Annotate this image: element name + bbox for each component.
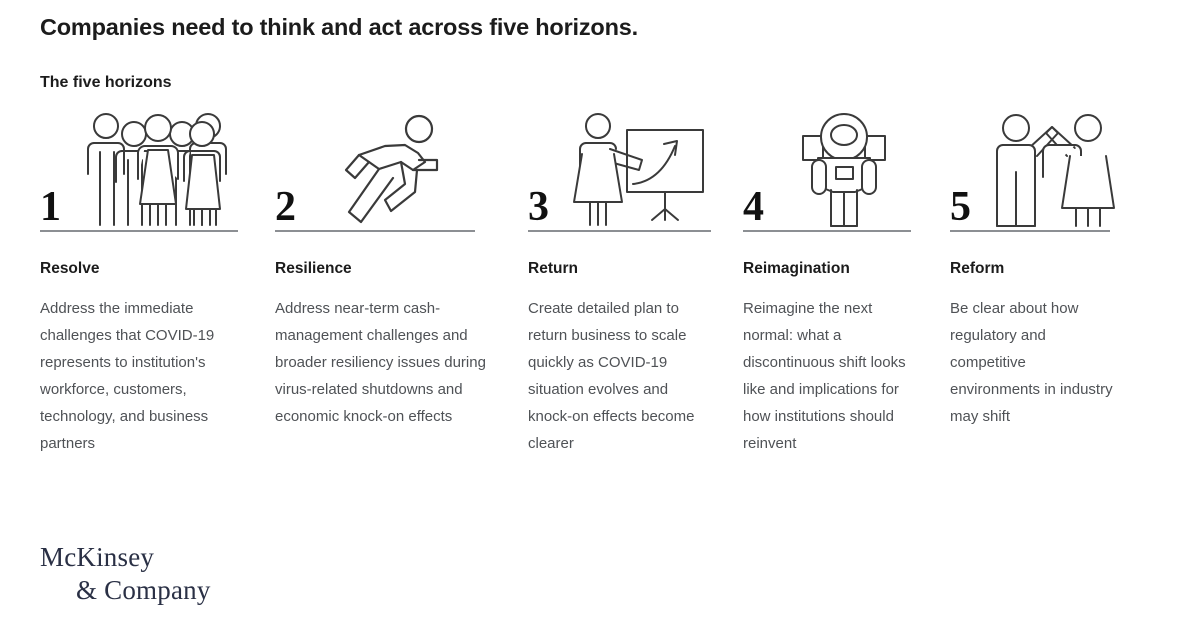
astronaut-icon — [785, 112, 915, 230]
logo-line-1: McKinsey — [40, 542, 155, 572]
page-subtitle: The five horizons — [40, 74, 172, 91]
two-people-raised-arms-icon — [990, 112, 1120, 230]
horizon-number-3: 3 — [528, 184, 549, 230]
horizon-description-2: Address near-term cash-management challe… — [275, 299, 486, 425]
horizon-number-1: 1 — [40, 184, 61, 230]
horizon-rule-3 — [528, 230, 711, 232]
horizon-number-5: 5 — [950, 184, 971, 230]
five-horizons-container: 1 — [0, 112, 1200, 532]
horizon-description-4: Reimagine the next normal: what a discon… — [743, 299, 906, 452]
running-person-icon — [319, 112, 479, 230]
horizon-label-2: Resilience — [275, 260, 352, 277]
horizon-column-1: 1 — [40, 112, 270, 457]
horizon-label-5: Reform — [950, 260, 1005, 277]
horizon-icon-area-4: 4 — [743, 112, 923, 230]
horizon-icon-area-2: 2 — [275, 112, 505, 230]
horizon-label-4: Reimagination — [743, 260, 850, 277]
horizon-rule-1 — [40, 230, 238, 232]
page-title: Companies need to think and act across f… — [40, 14, 638, 40]
group-of-people-icon — [78, 112, 238, 230]
horizon-rule-5 — [950, 230, 1110, 232]
horizon-icon-area-5: 5 — [950, 112, 1125, 230]
horizon-column-5: 5 — [950, 112, 1125, 430]
horizon-icon-area-3: 3 — [528, 112, 728, 230]
horizon-number-2: 2 — [275, 184, 296, 230]
horizon-column-2: 2 Resilience Addre — [275, 112, 505, 430]
mckinsey-company-logo: McKinsey & Company — [40, 544, 211, 604]
horizon-rule-2 — [275, 230, 475, 232]
horizon-icon-area-1: 1 — [40, 112, 270, 230]
horizon-description-5: Be clear about how regulatory and compet… — [950, 299, 1113, 425]
horizon-rule-4 — [743, 230, 911, 232]
horizon-column-4: 4 — [743, 112, 923, 457]
presenter-with-growth-chart-icon — [570, 112, 720, 230]
horizon-label-3: Return — [528, 260, 578, 277]
horizon-column-3: 3 — [528, 112, 728, 457]
horizon-description-1: Address the immediate challenges that CO… — [40, 299, 215, 452]
horizon-label-1: Resolve — [40, 260, 100, 277]
logo-line-2: & Company — [76, 575, 211, 605]
horizon-description-3: Create detailed plan to return business … — [528, 299, 695, 452]
horizon-number-4: 4 — [743, 184, 764, 230]
